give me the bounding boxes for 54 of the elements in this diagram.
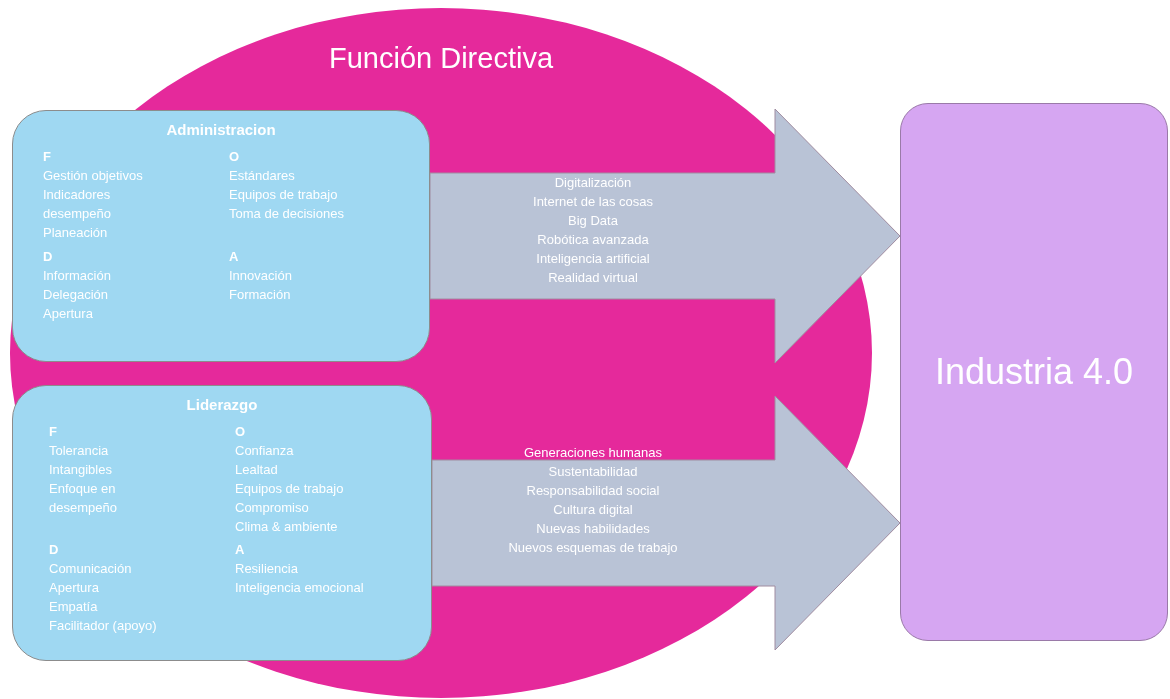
- section-letter: F: [49, 423, 58, 441]
- arrow-text: Nuevos esquemas de trabajo: [508, 539, 678, 557]
- section-letter: O: [235, 423, 247, 441]
- list-item: Innovación: [229, 267, 293, 285]
- list-item: Facilitador (apoyo): [49, 617, 158, 635]
- section-letter: F: [43, 148, 52, 166]
- box-heading: Administracion: [165, 121, 277, 138]
- arrow-text: Robótica avanzada: [537, 231, 649, 249]
- list-item: Apertura: [43, 305, 94, 323]
- list-item: Compromiso: [235, 499, 310, 517]
- block-arrow: [431, 395, 901, 651]
- arrow-text: Realidad virtual: [548, 269, 638, 287]
- section-letter: D: [49, 541, 60, 559]
- list-item: Empatía: [49, 598, 99, 616]
- ellipse-title: Función Directiva: [328, 42, 554, 75]
- list-item: Estándares: [229, 167, 296, 185]
- section-letter: A: [229, 248, 240, 266]
- list-item: Gestión objetivos: [43, 167, 144, 185]
- list-item: Información: [43, 267, 112, 285]
- arrow-text: Generaciones humanas: [524, 444, 662, 462]
- list-item: Enfoque en desempeño: [49, 480, 118, 517]
- list-item: Equipos de trabajo: [229, 186, 339, 204]
- list-item: Confianza: [235, 442, 295, 460]
- arrow-text: Nuevas habilidades: [536, 520, 650, 538]
- rounded-box: [12, 385, 432, 661]
- list-item: Equipos de trabajo: [235, 480, 345, 498]
- list-item: Delegación: [43, 286, 110, 304]
- list-item: Toma de decisiones: [229, 205, 345, 223]
- list-item: Comunicación: [49, 560, 133, 578]
- list-item: Clima & ambiente: [235, 518, 339, 536]
- list-item: Formación: [229, 286, 292, 304]
- rounded-box: [12, 110, 430, 362]
- list-item: Resiliencia: [235, 560, 299, 578]
- box-heading: Liderazgo: [185, 396, 259, 413]
- arrow-text: Internet de las cosas: [533, 193, 653, 211]
- list-item: Inteligencia emocional: [235, 579, 365, 597]
- arrow-text: Big Data: [568, 212, 618, 230]
- list-item: Apertura: [49, 579, 100, 597]
- list-item: Indicadores desempeño: [43, 186, 112, 223]
- section-letter: A: [235, 541, 246, 559]
- arrow-text: Sustentabilidad: [548, 463, 638, 481]
- section-letter: D: [43, 248, 54, 266]
- list-item: Intangibles: [49, 461, 113, 479]
- rounded-box: [900, 103, 1168, 641]
- section-letter: O: [229, 148, 241, 166]
- arrow-text: Responsabilidad social: [526, 482, 660, 500]
- box-title: Industria 4.0: [934, 351, 1134, 393]
- list-item: Planeación: [43, 224, 109, 242]
- list-item: Tolerancia: [49, 442, 110, 460]
- arrow-text: Inteligencia artificial: [536, 250, 650, 268]
- arrow-text: Cultura digital: [553, 501, 633, 519]
- block-arrow: [429, 108, 901, 364]
- list-item: Lealtad: [235, 461, 279, 479]
- arrow-text: Digitalización: [554, 174, 632, 192]
